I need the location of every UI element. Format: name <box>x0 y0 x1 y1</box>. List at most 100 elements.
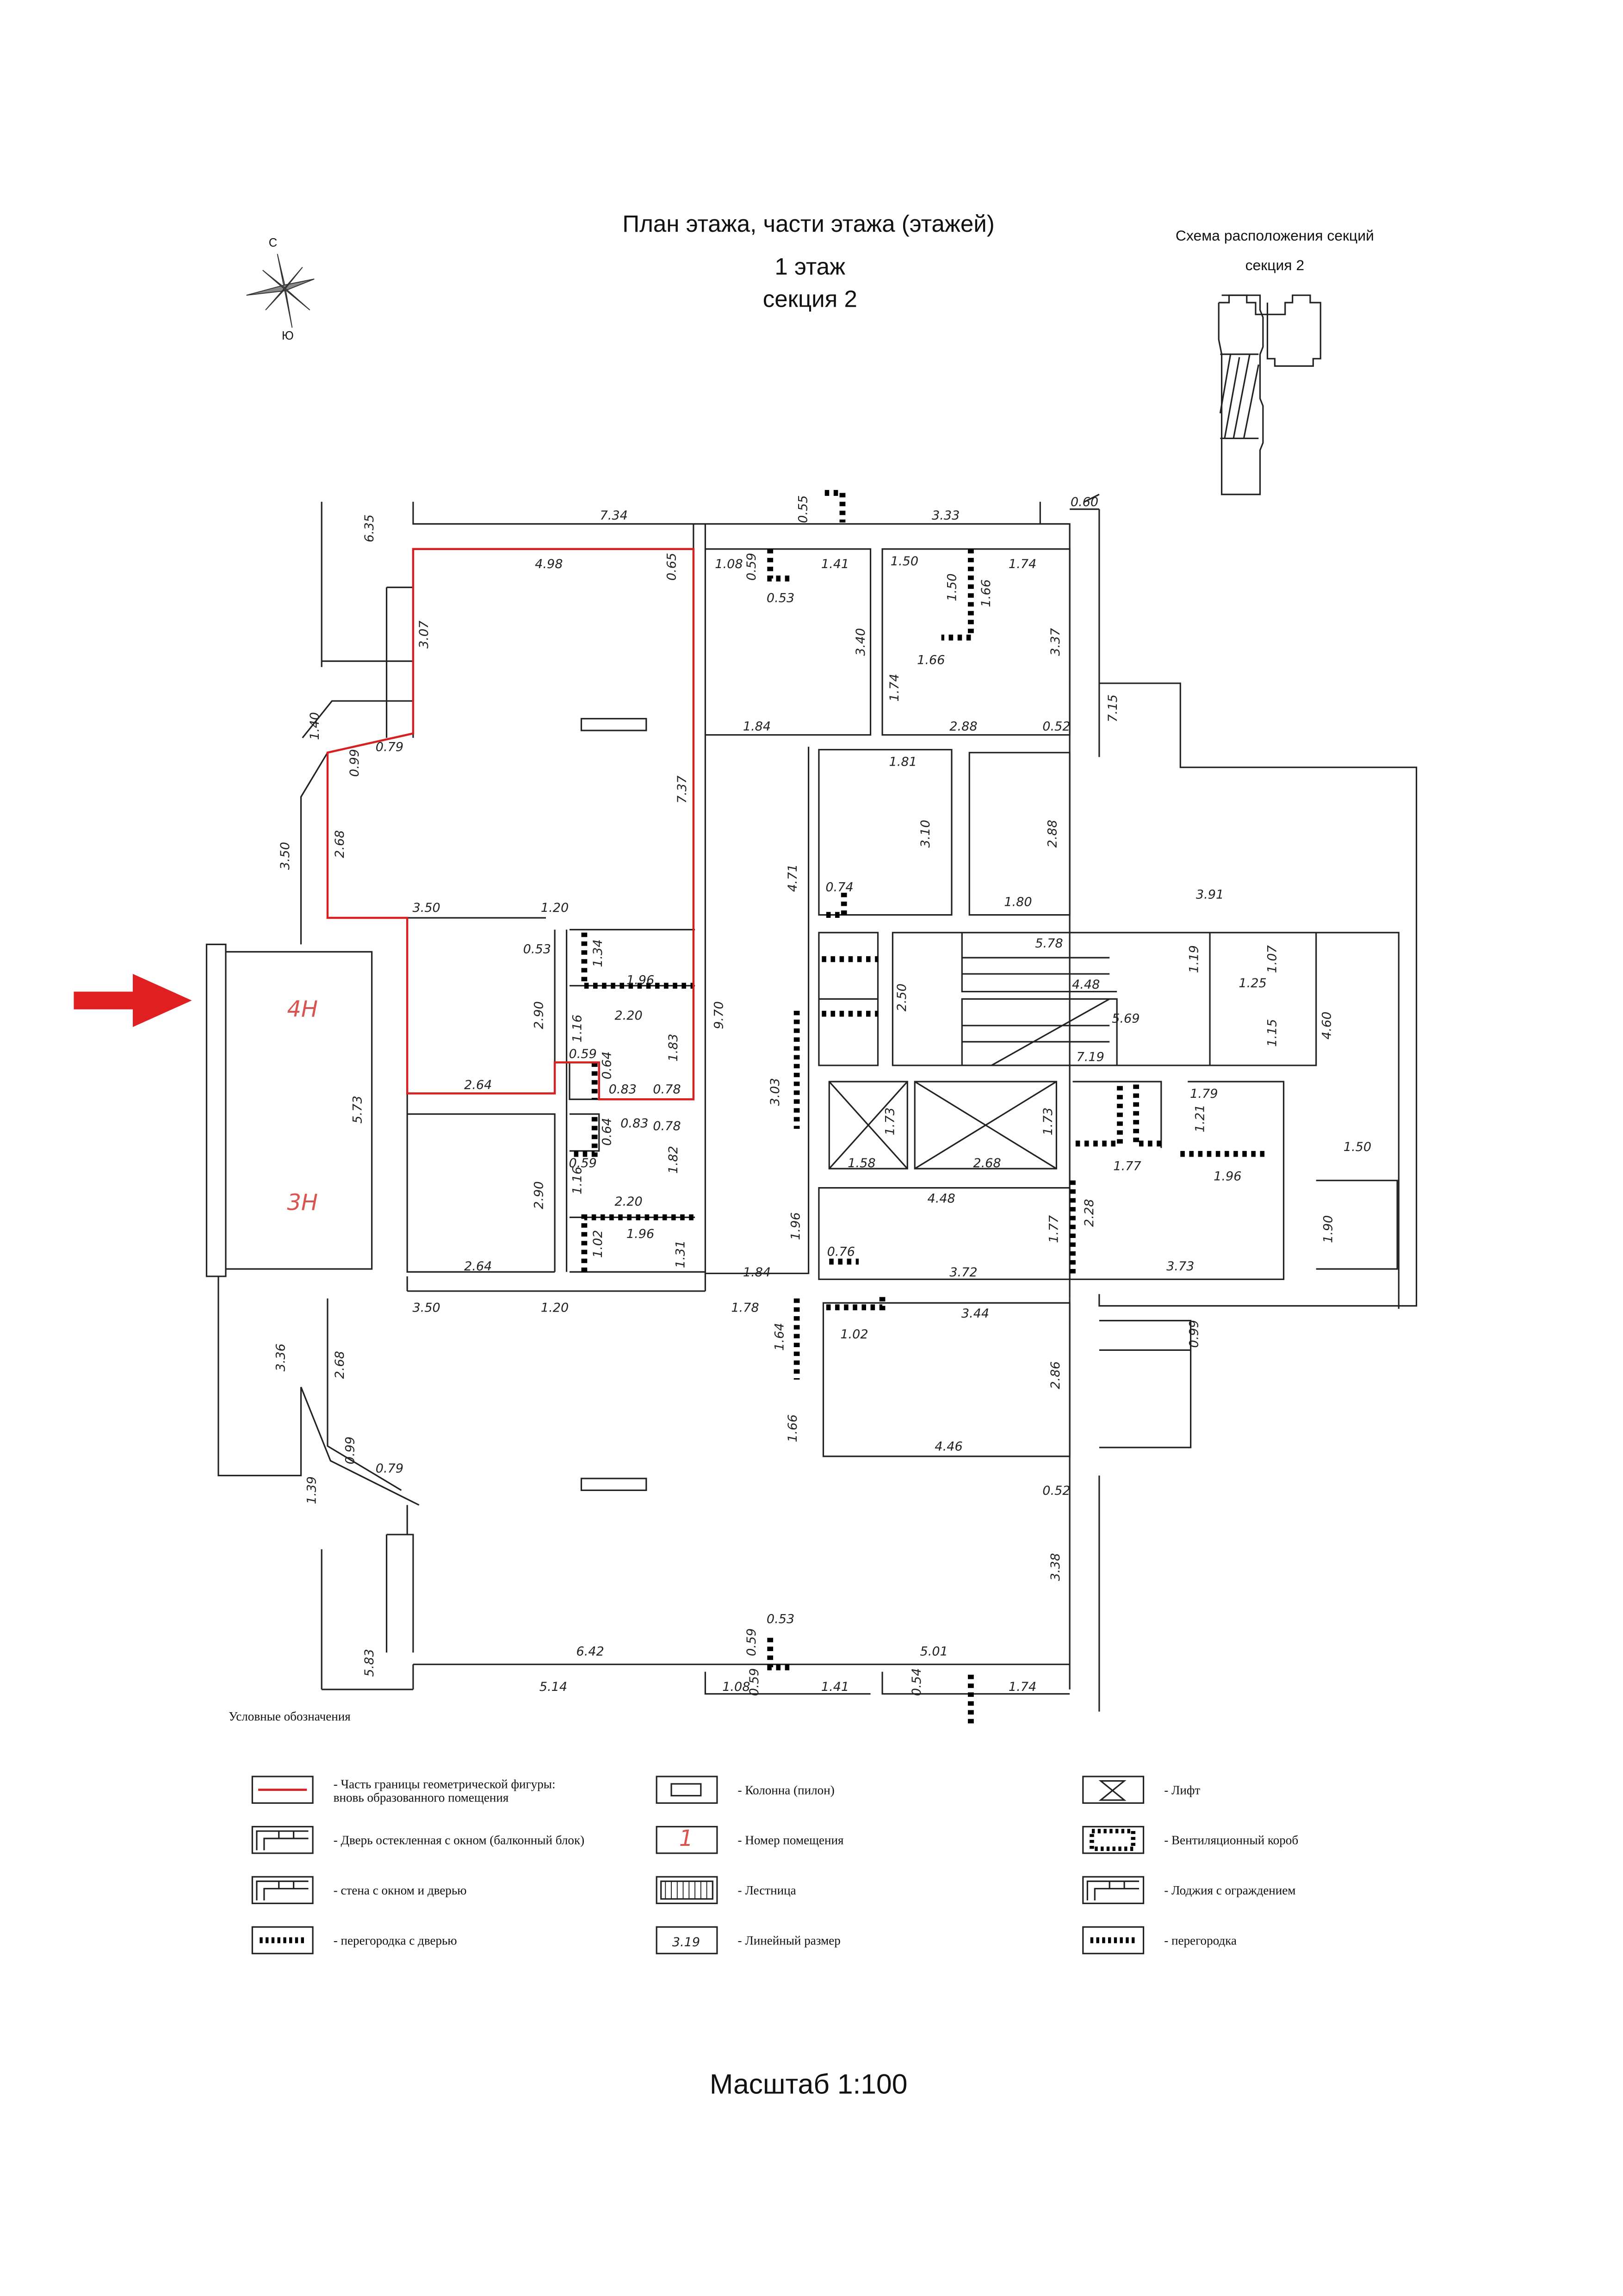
legend-label: - Лоджия с ограждением <box>1164 1883 1295 1897</box>
dimension-label: 1.39 <box>304 1476 319 1504</box>
dimension-label: 2.90 <box>532 1181 546 1209</box>
dimension-label: 1.31 <box>674 1240 688 1268</box>
column-icon-glyph <box>670 1783 702 1797</box>
legend-label: - Линейный размер <box>738 1934 841 1948</box>
dimension-label: 2.88 <box>1045 820 1059 848</box>
dimension-label: 3.07 <box>417 621 431 649</box>
glazed-door-icon-glyph <box>256 1830 309 1850</box>
dimension-label: 5.01 <box>920 1645 948 1659</box>
legend-label: - Номер помещения <box>738 1833 844 1847</box>
dimension-label: 3.91 <box>1196 888 1224 902</box>
dimension-label: 0.79 <box>376 1461 403 1476</box>
dimension-label: 1.25 <box>1239 976 1266 990</box>
stairs-icon-glyph <box>660 1880 713 1900</box>
legend-title: Условные обозначения <box>229 1709 350 1723</box>
legend-label: - Вентиляционный короб <box>1164 1833 1298 1847</box>
dimension-label: 0.74 <box>825 880 853 895</box>
dimension-label: 1.41 <box>821 1680 849 1694</box>
dimension-label: 2.20 <box>614 1009 642 1023</box>
entrance-arrow-icon <box>74 974 192 1027</box>
dimension-label: 0.83 <box>609 1083 637 1097</box>
dimension-label: 3.44 <box>961 1306 989 1321</box>
dimension-label: 2.86 <box>1048 1361 1063 1389</box>
dimension-label: 3.37 <box>1048 628 1063 656</box>
legend-item: - Лифт <box>1082 1776 1200 1804</box>
dimension-label: 0.59 <box>744 1628 759 1656</box>
legend-item: - Часть границы геометрической фигуры:вн… <box>251 1776 556 1804</box>
dimension-label: 2.28 <box>1082 1199 1096 1227</box>
legend-label: - Лифт <box>1164 1783 1200 1797</box>
compass-rose-icon: С Ю <box>246 236 315 342</box>
dimension-label: 2.68 <box>333 830 347 858</box>
dimension-label: 0.83 <box>620 1116 648 1131</box>
floor-label: 1 этаж <box>774 254 845 280</box>
dimension-label: 1.96 <box>1214 1170 1241 1184</box>
dimension-label: 1.84 <box>743 1265 771 1280</box>
dimension-label: 3.50 <box>412 1300 440 1315</box>
dimension-label: 6.42 <box>576 1645 604 1659</box>
linear-dimension-icon <box>656 1926 718 1955</box>
dimension-label: 0.65 <box>665 553 679 581</box>
dimension-label: 1.64 <box>772 1323 787 1351</box>
legend-label: - Лестница <box>738 1883 796 1897</box>
legend-item: 3.19- Линейный размер <box>656 1926 841 1955</box>
dimension-label: 1.20 <box>541 1300 569 1315</box>
dimension-label: 2.20 <box>614 1194 642 1209</box>
legend-item: 1- Номер помещения <box>656 1826 844 1854</box>
dimension-label: 1.73 <box>1041 1108 1055 1135</box>
dimension-label: 1.84 <box>743 719 771 734</box>
partition-hatching <box>571 490 1269 1727</box>
dimension-label: 7.15 <box>1106 694 1120 722</box>
dimension-label: 1.78 <box>731 1300 759 1315</box>
dimension-label: 3.03 <box>768 1078 782 1106</box>
room-number-3n[interactable]: 3Н <box>287 1190 318 1215</box>
dimension-label: 1.41 <box>821 557 849 571</box>
dimension-label: 2.64 <box>464 1259 492 1274</box>
section-scheme-title: Схема расположения секций <box>1176 227 1374 244</box>
legend-item: - Лестница <box>656 1876 796 1904</box>
dimension-label: 1.66 <box>917 653 945 667</box>
dimension-label: 1.77 <box>1047 1215 1061 1243</box>
dimension-label: 2.64 <box>464 1078 492 1092</box>
dimension-label: 0.78 <box>653 1083 681 1097</box>
dimension-label: 1.73 <box>883 1108 898 1135</box>
dimension-label: 1.96 <box>626 973 654 988</box>
dimension-label: 0.64 <box>600 1052 614 1079</box>
dimension-label: 1.20 <box>541 901 569 915</box>
dimension-label: 0.64 <box>600 1118 614 1145</box>
dimension-label: 1.58 <box>848 1156 875 1170</box>
dimension-label: 5.14 <box>539 1680 567 1694</box>
dimension-label: 1.02 <box>840 1327 868 1342</box>
dimension-label: 4.46 <box>935 1439 962 1454</box>
legend-item: - стена с окном и дверью <box>251 1876 467 1904</box>
dimension-label: 1.34 <box>591 939 605 967</box>
dimension-label: 0.99 <box>343 1436 357 1464</box>
north-label: С <box>269 236 277 249</box>
dimension-label: 1.50 <box>945 573 960 601</box>
dimension-label: 0.55 <box>796 495 810 523</box>
dimension-label: 1.96 <box>788 1212 803 1240</box>
dimension-label: 0.60 <box>1071 495 1098 509</box>
dimension-label: 0.59 <box>744 553 759 581</box>
dimension-label: 1.66 <box>786 1414 800 1442</box>
dimension-label: 3.50 <box>412 901 440 915</box>
wall-window-door-icon-glyph <box>256 1880 309 1900</box>
dimension-label: 4.48 <box>927 1191 955 1206</box>
legend-label: - Часть границы геометрической фигуры: <box>334 1777 556 1791</box>
dimension-label: 0.59 <box>569 1156 597 1170</box>
dimension-label: 2.50 <box>895 984 909 1011</box>
dimension-label: 3.33 <box>932 508 960 523</box>
room-number-icon <box>656 1826 718 1854</box>
section-scheme-diagram <box>1218 294 1321 495</box>
dimension-label: 0.53 <box>767 1612 794 1626</box>
vent-duct-icon-glyph <box>1090 1829 1136 1851</box>
legend-item: - перегородка с дверью <box>251 1926 457 1955</box>
dimension-label: 3.38 <box>1048 1553 1063 1581</box>
dimension-label: 0.54 <box>910 1668 924 1696</box>
legend-label: - Колонна (пилон) <box>738 1783 835 1797</box>
room-number-4n[interactable]: 4Н <box>287 997 318 1022</box>
dimension-label: 1.80 <box>1004 895 1032 909</box>
dimension-label: 0.52 <box>1042 719 1070 734</box>
new-premises-boundary <box>326 548 695 1101</box>
south-label: Ю <box>282 329 294 342</box>
